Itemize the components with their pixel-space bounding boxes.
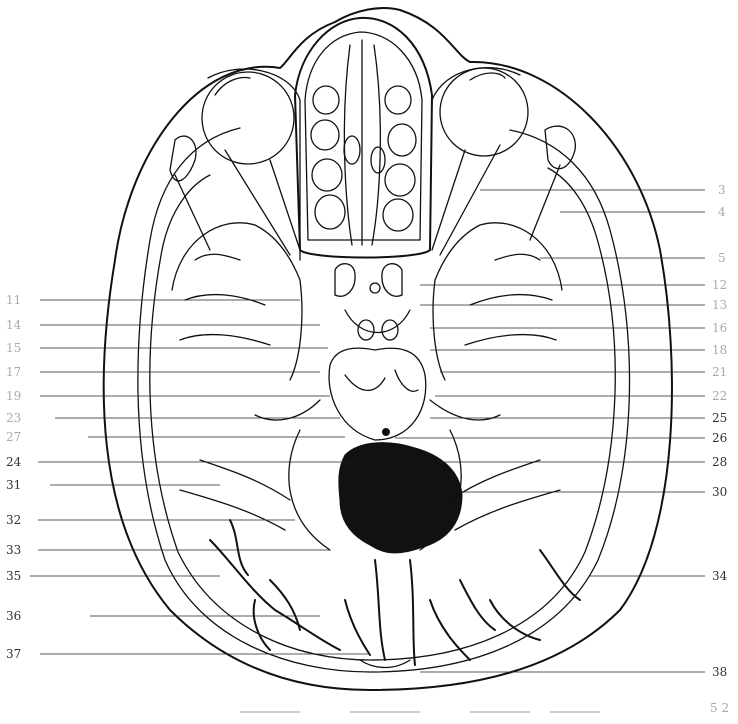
skull-inner-table: [150, 168, 615, 660]
page-corner-mark: 5 2: [710, 701, 729, 715]
label-22: 22: [712, 389, 727, 403]
label-31: 31: [6, 478, 21, 492]
label-17: 17: [6, 365, 21, 379]
label-18: 18: [712, 343, 727, 357]
label-23: 23: [6, 411, 21, 425]
label-5: 5: [718, 251, 726, 265]
label-24: 24: [6, 455, 22, 469]
label-16: 16: [712, 321, 727, 335]
ethmoid-air-cells: [311, 86, 416, 231]
label-35: 35: [6, 569, 21, 583]
label-4: 4: [718, 205, 726, 219]
occipital-protuberance: [360, 660, 410, 668]
bottom-caption-fragments: 5 2: [240, 701, 729, 715]
zygomatic-bones: [170, 126, 575, 250]
label-26: 26: [712, 431, 727, 445]
labels-right: 12 13 16 18 21 22 25 26 28 30 34 38: [712, 278, 728, 679]
label-27: 27: [6, 430, 21, 444]
label-3: 3: [718, 183, 726, 197]
labels-left: 11 14 15 17 19 23 24 27 31 32 33 35 36 3…: [6, 293, 22, 661]
label-38: 38: [712, 665, 727, 679]
label-30: 30: [712, 485, 727, 499]
label-25: 25: [712, 411, 727, 425]
label-12: 12: [712, 278, 727, 292]
label-15: 15: [6, 341, 21, 355]
label-37: 37: [6, 647, 21, 661]
label-21: 21: [712, 365, 727, 379]
cerebellar-vermis: [339, 443, 462, 553]
scalp-outline: [104, 8, 672, 690]
label-28: 28: [712, 455, 727, 469]
label-19: 19: [6, 389, 21, 403]
leader-lines-right: [395, 190, 705, 672]
temporal-lobes: [172, 223, 562, 380]
label-33: 33: [6, 543, 21, 557]
label-13: 13: [712, 298, 727, 312]
midbrain: [255, 348, 500, 440]
sella-turcica: [335, 264, 410, 340]
left-eyeball: [202, 69, 300, 260]
labels-top-right: 3 4 5: [718, 183, 726, 265]
leader-lines-left: [30, 300, 370, 654]
right-eyeball: [432, 68, 528, 255]
label-11: 11: [6, 293, 21, 307]
label-36: 36: [6, 609, 21, 623]
label-34: 34: [712, 569, 728, 583]
label-14: 14: [6, 318, 22, 332]
label-32: 32: [6, 513, 21, 527]
